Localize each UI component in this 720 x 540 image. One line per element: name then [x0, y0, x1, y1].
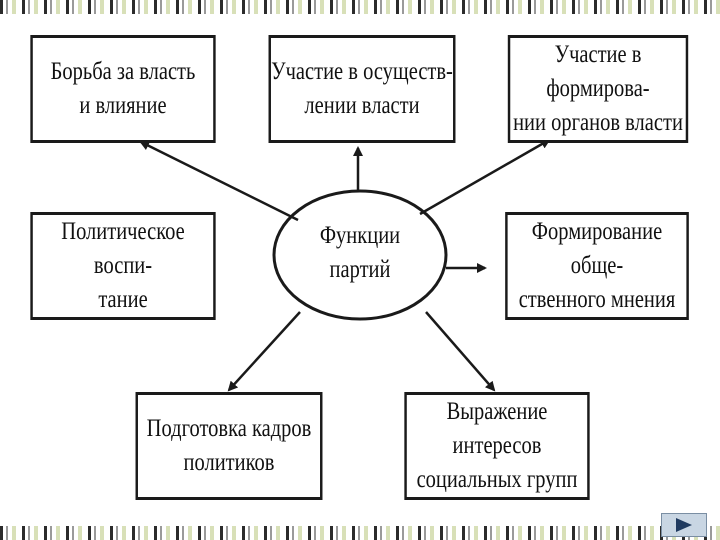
box-cadres: Подготовка кадров политиков — [135, 392, 323, 500]
box-interests-label: Выражение интересов социальных групп — [416, 398, 578, 493]
box-interests: Выражение интересов социальных групп — [404, 392, 590, 500]
box-power-struggle: Борьба за власть и влияние — [30, 35, 216, 143]
box-form-bodies: Участие в формирова- нии органов власти — [507, 35, 689, 143]
diagram-canvas — [139, 138, 551, 392]
play-right-icon — [676, 518, 692, 532]
arrow-to-form-bodies — [419, 138, 551, 216]
bottom-decorative-stripe — [0, 526, 720, 540]
next-slide-button[interactable] — [661, 513, 707, 537]
box-power-struggle-label: Борьба за власть и влияние — [50, 58, 196, 119]
box-exercise-power: Участие в осуществ- лении власти — [268, 35, 456, 143]
box-education: Политическое воспи- тание — [30, 212, 216, 320]
slide: Функции партий Борьба за власть и влияни… — [8, 22, 712, 522]
box-form-bodies-label: Участие в формирова- нии органов власти — [513, 41, 683, 136]
box-education-label: Политическое воспи- тание — [61, 218, 185, 313]
box-cadres-label: Подготовка кадров политиков — [146, 415, 312, 476]
center-label: Функции партий — [319, 222, 401, 283]
arrow-to-power-struggle — [139, 140, 299, 222]
box-exercise-power-label: Участие в осуществ- лении власти — [271, 58, 453, 119]
box-public-opinion: Формирование обще- ственного мнения — [505, 212, 689, 320]
center-ellipse — [272, 189, 448, 321]
arrow-to-cadres — [227, 311, 301, 392]
top-decorative-stripe — [0, 0, 720, 14]
arrow-to-interests — [425, 311, 496, 392]
box-public-opinion-label: Формирование обще- ственного мнения — [518, 218, 676, 313]
